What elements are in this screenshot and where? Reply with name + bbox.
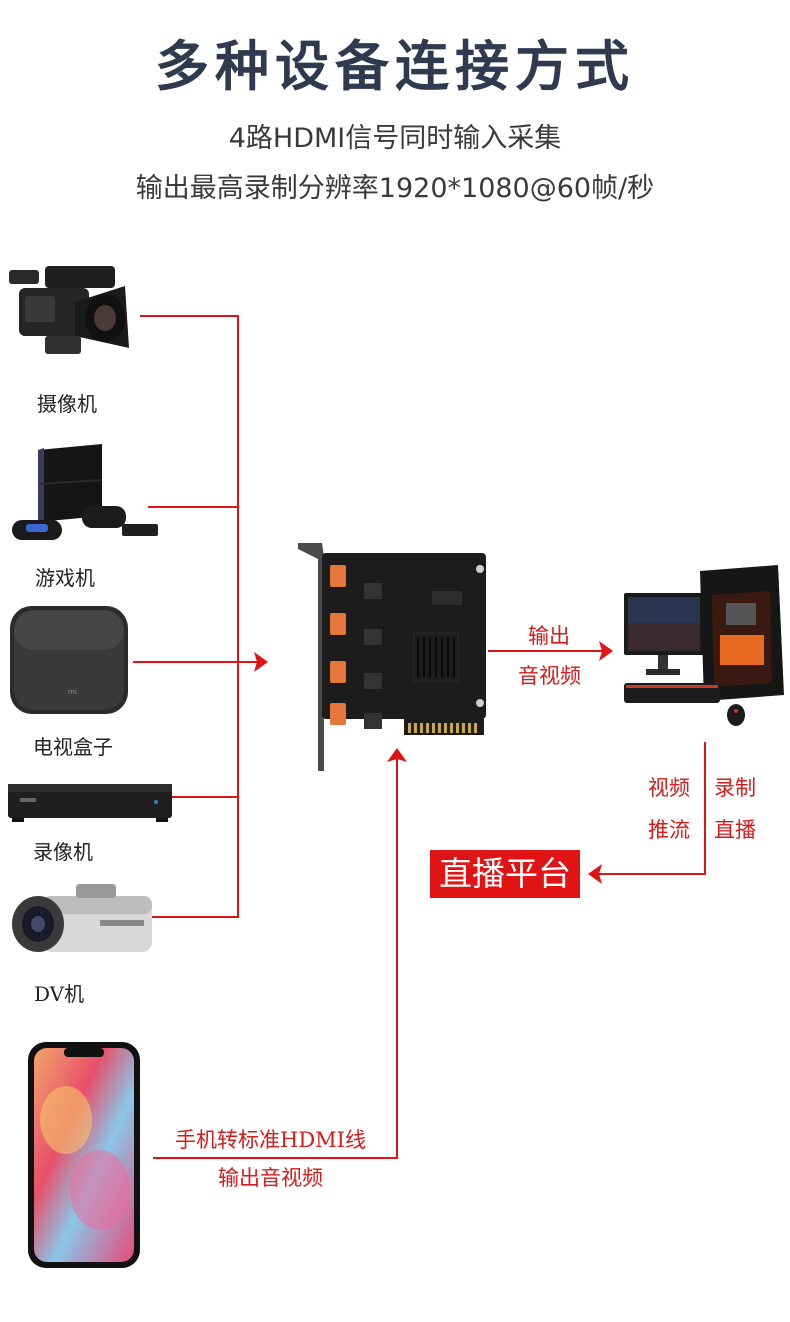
subtitle-inputs: 4路HDMI信号同时输入采集	[228, 123, 562, 154]
phone-label-line1: 手机转标准HDMI线	[175, 1128, 366, 1152]
dv-camera-icon	[12, 884, 152, 952]
tv-box-label: 电视盒子	[33, 735, 113, 759]
desktop-pc-icon	[624, 565, 784, 726]
phone-label-line2: 输出音视频	[218, 1166, 323, 1190]
video-recorder-icon	[8, 784, 172, 822]
device-bus-line	[140, 315, 239, 918]
capture-card-icon	[298, 543, 486, 771]
camcorder-label: 摄像机	[37, 392, 97, 416]
output-label-line1: 输出	[528, 624, 570, 648]
dv-camera-label: DV机	[34, 982, 85, 1006]
game-console-label: 游戏机	[35, 566, 95, 590]
stream-line	[596, 742, 706, 875]
action-label-video: 视频	[648, 776, 690, 800]
tv-box-icon: mi	[10, 606, 128, 714]
action-label-live: 直播	[714, 818, 756, 842]
game-console-icon	[12, 444, 158, 540]
phone-line	[153, 758, 398, 1159]
subtitle-resolution: 输出最高录制分辨率1920*1080@60帧/秒	[135, 173, 655, 204]
output-label-line2: 音视频	[518, 664, 581, 688]
action-label-push: 推流	[648, 818, 690, 842]
arrow-to-card	[254, 652, 268, 672]
svg-text:mi: mi	[68, 688, 77, 696]
arrow-to-pc	[599, 641, 613, 661]
action-label-record: 录制	[714, 776, 756, 800]
live-platform-badge: 直播平台	[430, 850, 580, 898]
camcorder-icon	[9, 266, 129, 354]
page-title: 多种设备连接方式	[155, 35, 635, 98]
arrow-to-platform	[588, 864, 602, 884]
smartphone-icon	[28, 1042, 140, 1268]
video-recorder-label: 录像机	[33, 840, 93, 864]
arrow-up-to-card	[387, 748, 407, 762]
